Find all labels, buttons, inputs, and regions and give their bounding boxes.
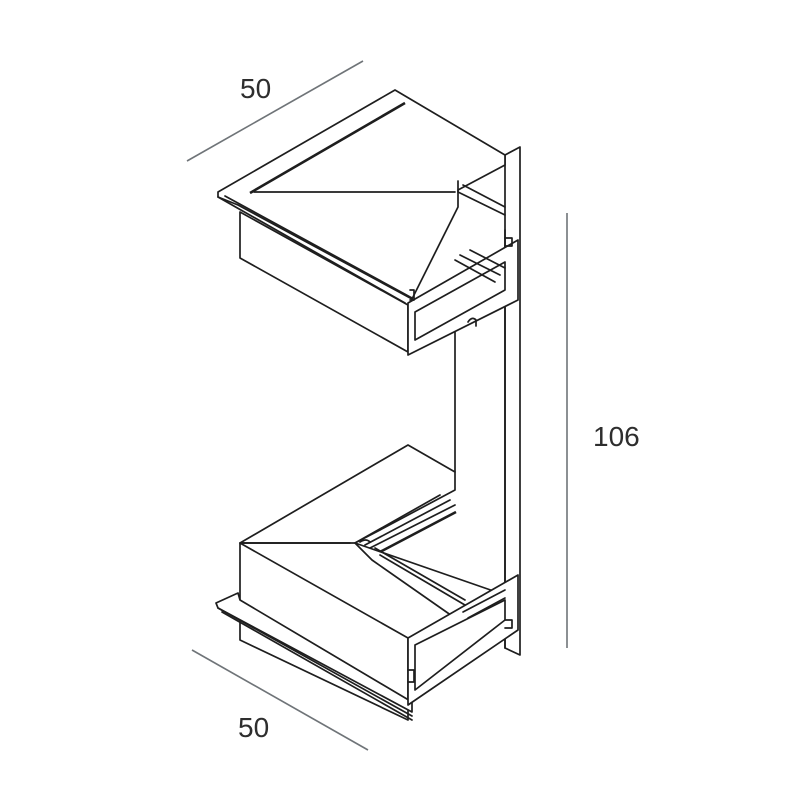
dimension-line-bottom [191, 649, 369, 751]
dimension-height: 106 [566, 213, 640, 648]
dimension-label-top: 50 [240, 73, 271, 104]
dimension-line-top [186, 60, 364, 162]
lower-profile [215, 444, 519, 721]
dimension-label-height: 106 [593, 421, 640, 452]
dimension-label-bottom: 50 [238, 712, 269, 743]
dimension-top-width: 50 [186, 60, 364, 162]
dimension-bottom-width: 50 [191, 649, 369, 751]
upper-profile [217, 89, 519, 356]
